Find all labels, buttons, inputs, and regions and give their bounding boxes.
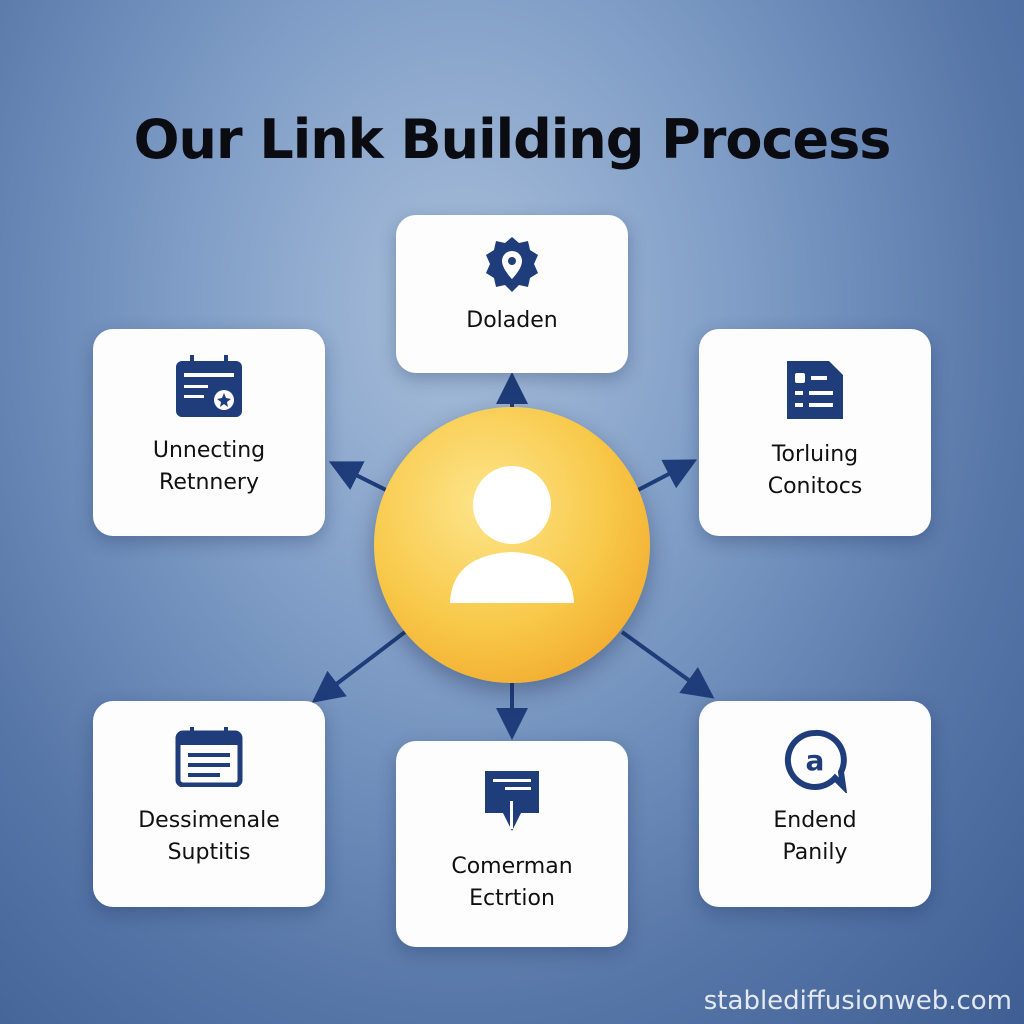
- at-chat-icon: a: [784, 729, 847, 793]
- svg-text:a: a: [806, 744, 825, 777]
- step-label-line: Retnnery: [159, 470, 259, 495]
- step-label-line: Conitocs: [767, 474, 863, 499]
- arrow-right-top: [637, 459, 698, 492]
- watermark: stablediffusionweb.com: [703, 986, 1012, 1016]
- step-card-right-bottom[interactable]: a Endend Panily: [699, 701, 931, 907]
- calendar-list-icon: [175, 727, 243, 787]
- step-label-line: Ectrtion: [469, 886, 555, 911]
- step-card-top[interactable]: Doladen: [396, 215, 628, 373]
- step-card-left-top[interactable]: Unnecting Retnnery: [93, 329, 325, 536]
- step-label-line: Doladen: [466, 308, 558, 333]
- page-title: Our Link Building Process: [133, 108, 892, 171]
- arrow-left-bottom: [311, 630, 407, 703]
- arrow-left-top: [328, 461, 387, 492]
- user-icon: [450, 466, 574, 603]
- calendar-icon: [176, 355, 242, 417]
- step-label-line: Torluing: [771, 442, 859, 467]
- step-label-line: Dessimenale: [138, 808, 280, 833]
- message-icon: [485, 771, 539, 831]
- step-label-line: Comerman: [451, 854, 573, 879]
- step-label-line: Endend: [773, 808, 857, 833]
- step-label-line: Unnecting: [152, 438, 266, 463]
- arrow-right-bottom: [620, 630, 715, 699]
- location-badge-icon: [486, 237, 538, 292]
- step-label-line: Panily: [782, 840, 848, 865]
- step-card-right-top[interactable]: Torluing Conitocs: [699, 329, 931, 536]
- step-card-bottom[interactable]: Comerman Ectrtion: [396, 741, 628, 947]
- step-label-line: Suptitis: [167, 840, 251, 865]
- step-card-left-bottom[interactable]: Dessimenale Suptitis: [93, 701, 325, 907]
- center-hub: [374, 407, 650, 683]
- document-list-icon: [787, 361, 843, 419]
